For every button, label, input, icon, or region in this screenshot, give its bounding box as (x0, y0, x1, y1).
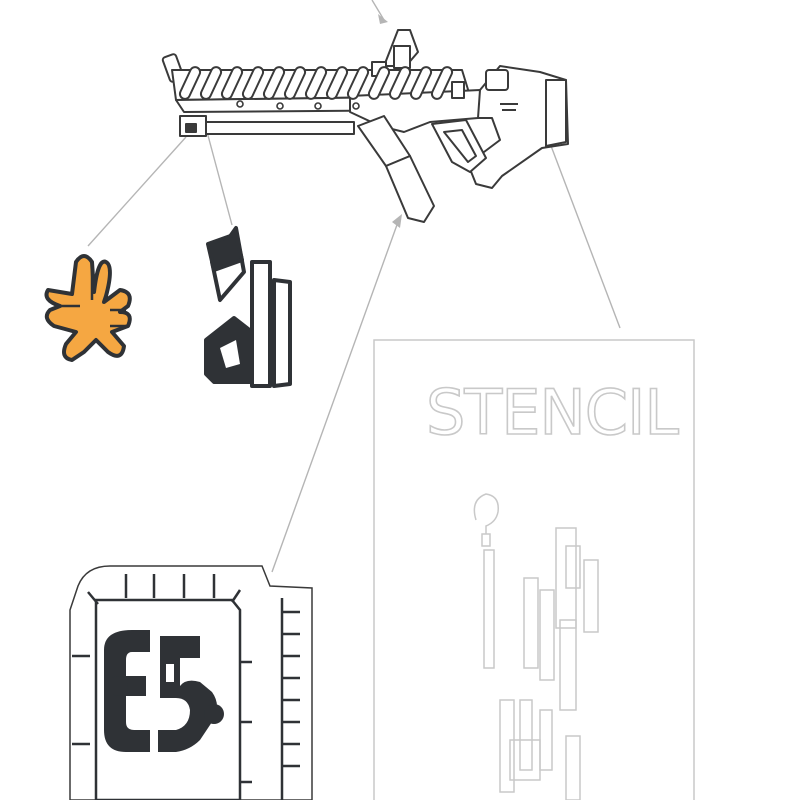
leader-line-ring (271, 221, 399, 573)
hand-sign-details (60, 270, 126, 328)
leader-line-hand (87, 136, 187, 247)
stencil-title: STENCIL (425, 376, 680, 449)
leader-line-stencil (544, 129, 621, 329)
tag-glyph-icon (204, 226, 292, 388)
ring-glyph-icon (69, 565, 313, 800)
stencil-shapes (473, 493, 599, 800)
leader-line-tag (205, 127, 233, 226)
leader-line-top (371, 0, 385, 21)
barrel-rings (236, 100, 360, 110)
barrel-coils (178, 66, 454, 100)
stencil-panel (373, 339, 695, 800)
arrowhead-ring (392, 214, 402, 228)
hand-sign-icon (44, 254, 132, 362)
leader-lines (87, 0, 621, 573)
arrowhead-top (378, 14, 388, 24)
